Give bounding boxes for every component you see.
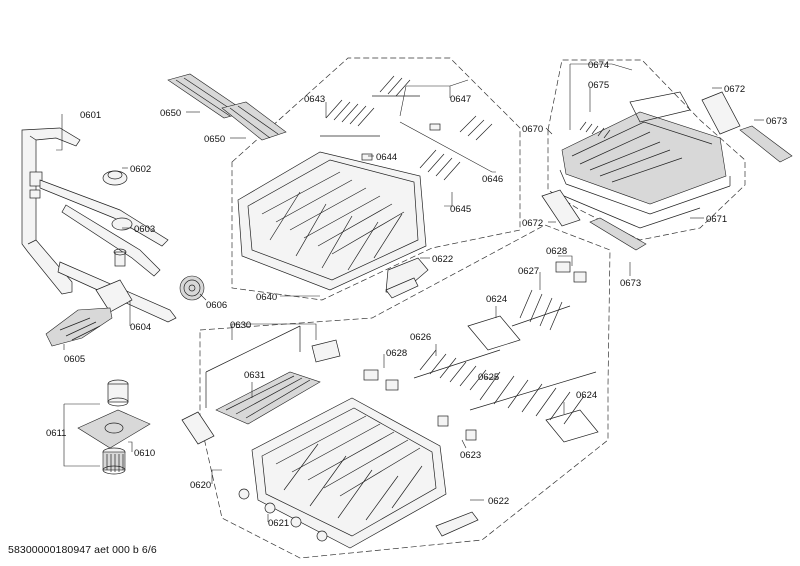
label-0605: 0605 (64, 354, 85, 365)
label-0674: 0674 (588, 60, 609, 71)
label-0645: 0645 (450, 204, 471, 215)
third-rack-group-outline (547, 59, 746, 241)
tine-clips (467, 315, 599, 443)
leader-lines (56, 63, 764, 522)
cutlery-tray-tines (579, 91, 691, 139)
upper-handle-strip (385, 277, 419, 299)
label-0611: 0611 (46, 428, 66, 439)
label-0604: 0604 (130, 322, 151, 333)
label-0628-right: 0628 (546, 246, 567, 257)
label-0673-left: 0673 (620, 278, 641, 289)
spray-arm-nozzle (113, 248, 127, 267)
filter-cylinder (107, 379, 129, 407)
lower-rack-handle (435, 511, 479, 537)
label-0630: 0630 (230, 320, 251, 331)
label-0620: 0620 (190, 480, 211, 491)
label-0602: 0602 (130, 164, 151, 175)
label-0622-upper: 0622 (432, 254, 453, 265)
label-0628-left: 0628 (386, 348, 407, 359)
rail-stop-right (701, 91, 741, 135)
slide-rail-right (739, 125, 793, 163)
label-0672-right: 0672 (724, 84, 745, 95)
spray-arm-hub (102, 170, 128, 186)
label-0646: 0646 (482, 174, 503, 185)
label-0621: 0621 (268, 518, 289, 529)
label-0622-lower: 0622 (488, 496, 509, 507)
slide-rail-left (589, 217, 647, 251)
spray-arm-supply-pipe (21, 127, 81, 295)
lower-rack-cup-shelf (215, 371, 321, 425)
upper-basket-group-outline (231, 57, 521, 301)
lower-rack-bottle-holder (181, 325, 341, 445)
label-0647: 0647 (450, 94, 471, 105)
label-0640: 0640 (256, 292, 277, 303)
lower-basket (251, 397, 447, 549)
label-0603: 0603 (134, 224, 155, 235)
filter-plate (77, 409, 151, 449)
label-0624-lower: 0624 (576, 390, 597, 401)
label-0627: 0627 (518, 266, 539, 277)
knife-shelf-lower (221, 101, 287, 141)
label-0650-upper: 0650 (160, 108, 181, 119)
spray-arm-deflector (45, 307, 113, 347)
label-0644: 0644 (376, 152, 397, 163)
label-0672-left: 0672 (522, 218, 543, 229)
filter-disc (179, 275, 205, 301)
label-0650-lower: 0650 (204, 134, 225, 145)
third-rack-tray (561, 111, 727, 205)
label-0643: 0643 (304, 94, 325, 105)
third-rack-side-rails (563, 195, 701, 229)
label-0671: 0671 (706, 214, 727, 225)
drawing-reference: 58300000180947 aet 000 b 6/6 (8, 544, 157, 556)
lower-spray-arm (57, 261, 177, 323)
folding-tine-rows (413, 289, 597, 425)
upper-spray-arm (39, 179, 169, 277)
label-0623: 0623 (460, 450, 481, 461)
label-0626: 0626 (410, 332, 431, 343)
tine-holders (363, 261, 587, 441)
label-0601: 0601 (80, 110, 101, 121)
label-0670: 0670 (522, 124, 543, 135)
part-labels: 0601 0602 0603 0604 0605 0606 0611 0610 … (46, 60, 787, 529)
basket-wheels (238, 488, 328, 542)
label-0673-right: 0673 (766, 116, 787, 127)
lower-basket-group-outline (199, 224, 611, 559)
label-0624-upper: 0624 (486, 294, 507, 305)
micro-filter (102, 447, 126, 475)
label-0625: 0625 (478, 372, 499, 383)
rail-stop-left (541, 189, 581, 227)
label-0631: 0631 (244, 370, 265, 381)
label-0675: 0675 (588, 80, 609, 91)
label-0606: 0606 (206, 300, 227, 311)
upper-basket (237, 151, 427, 291)
third-rack-frame (559, 169, 731, 215)
upper-rack-tine-rows (320, 75, 493, 181)
label-0610: 0610 (134, 448, 155, 459)
